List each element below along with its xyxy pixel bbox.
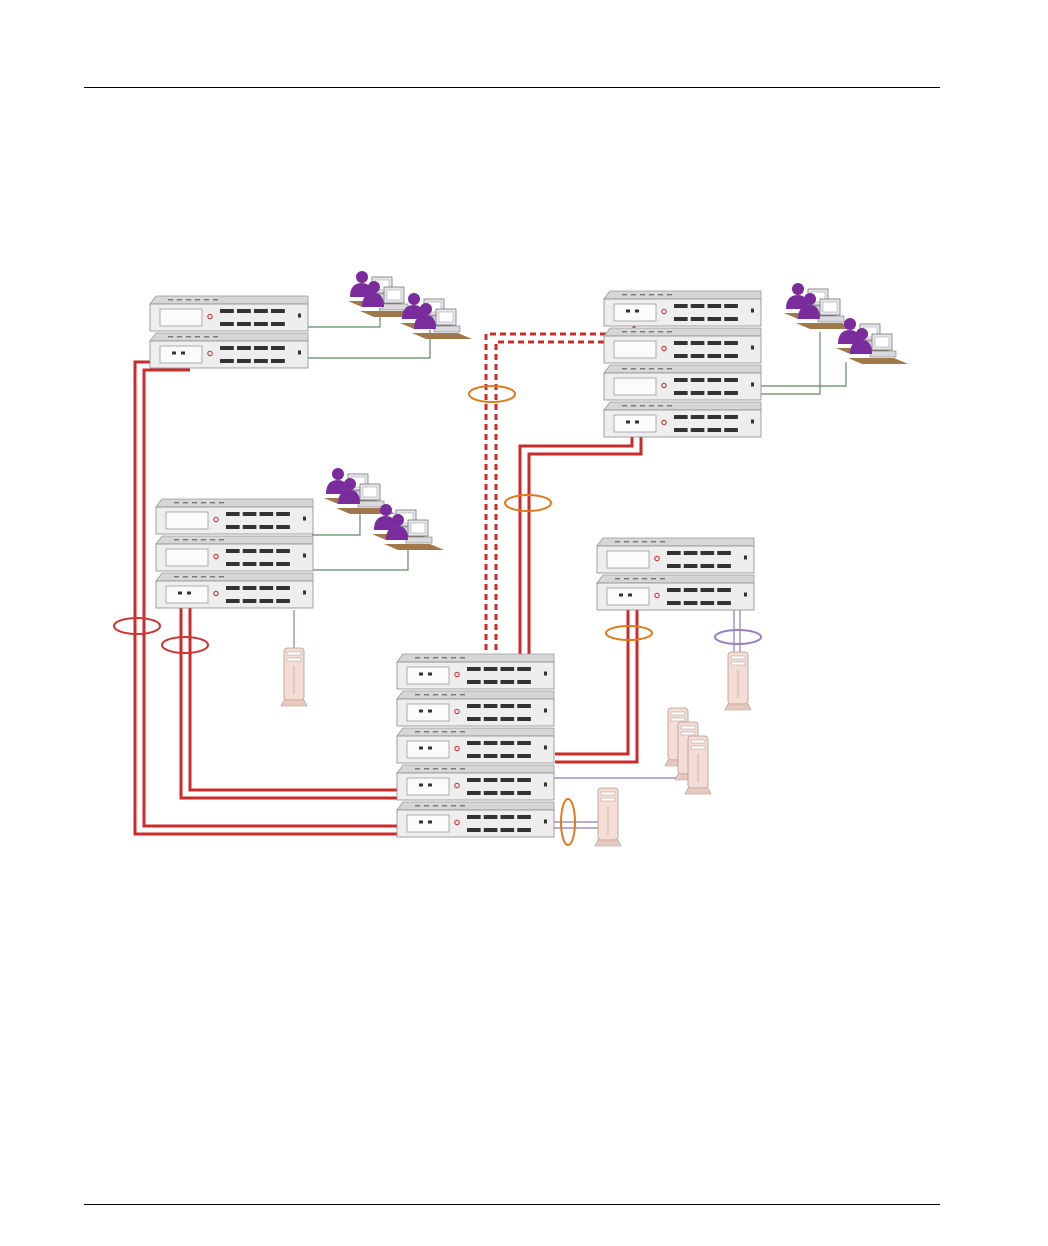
switch-unit-icon xyxy=(597,575,754,610)
lag-oval xyxy=(114,618,160,634)
stack-top-left xyxy=(150,296,308,368)
switch-unit-icon xyxy=(150,333,308,368)
stack-mid-left xyxy=(156,499,313,608)
trunk-link xyxy=(555,603,628,754)
switch-unit-icon xyxy=(397,728,554,763)
stack-mid-right xyxy=(597,538,754,610)
stack-top-right xyxy=(604,291,761,437)
lag-oval xyxy=(715,630,761,644)
switch-unit-icon xyxy=(156,573,313,608)
switch-unit-icon xyxy=(156,536,313,571)
lag-oval xyxy=(162,637,208,653)
access-link xyxy=(760,332,820,394)
switch-unit-icon xyxy=(604,402,761,437)
stack-core xyxy=(397,654,554,837)
server-core xyxy=(595,788,621,846)
switch-unit-icon xyxy=(604,365,761,400)
lag-oval xyxy=(469,386,515,402)
users-top-right-2 xyxy=(836,318,908,364)
tower-server-icon xyxy=(725,652,751,710)
access-link xyxy=(307,308,380,327)
users-top-left-2 xyxy=(400,293,472,339)
access-link xyxy=(760,362,846,386)
access-link xyxy=(307,330,430,358)
switch-unit-icon xyxy=(604,328,761,363)
switch-unit-icon xyxy=(150,296,308,331)
switch-unit-icon xyxy=(397,691,554,726)
tower-server-icon xyxy=(281,648,307,706)
tower-server-icon xyxy=(595,788,621,846)
server-mid-right xyxy=(725,652,751,710)
switch-unit-icon xyxy=(156,499,313,534)
users-mid-left-2 xyxy=(372,504,444,550)
switch-unit-icon xyxy=(397,802,554,837)
switch-unit-icon xyxy=(397,654,554,689)
switch-unit-icon xyxy=(597,538,754,573)
switch-unit-icon xyxy=(397,765,554,800)
tower-server-icon xyxy=(685,736,711,794)
server-mid-left xyxy=(281,648,307,706)
server-cluster xyxy=(665,708,711,794)
access-link xyxy=(312,512,360,535)
switch-unit-icon xyxy=(604,291,761,326)
access-link xyxy=(312,550,408,570)
